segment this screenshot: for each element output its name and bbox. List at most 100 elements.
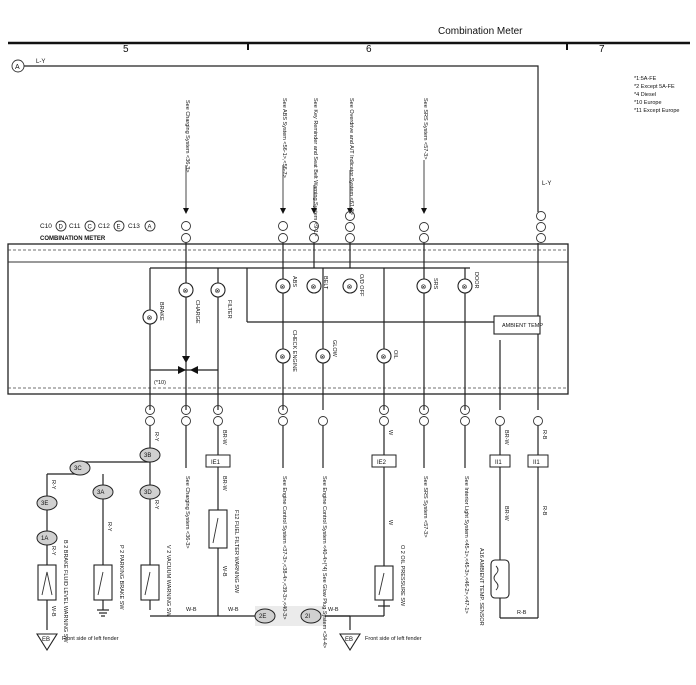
svg-text:II1: II1 xyxy=(533,460,540,466)
indicator-oil-lamp: ⊗ OIL xyxy=(376,348,398,364)
svg-text:*2 Except 5A-FE: *2 Except 5A-FE xyxy=(634,84,675,90)
svg-text:W-B: W-B xyxy=(228,607,239,613)
svg-text:Front side of left fender: Front side of left fender xyxy=(365,636,422,642)
svg-text:BELT: BELT xyxy=(322,276,328,290)
svg-text:ABS: ABS xyxy=(291,276,297,287)
ref-charging-bottom: See Charging System <36-3> xyxy=(184,476,190,548)
svg-text:GLOW: GLOW xyxy=(331,340,337,358)
svg-text:R-Y: R-Y xyxy=(50,546,56,556)
indicator-glow-lamp: ⊗ GLOW xyxy=(315,340,337,364)
indicator-door-lamp: ⊗ DOOR xyxy=(457,272,479,294)
feed-connector-a: A xyxy=(11,59,25,73)
ambient-temp-sensor: A16 AMBIENT TEMP. SENSOR xyxy=(478,548,510,626)
legend: *1:5A-FE *2 Except 5A-FE *4 Diesel *10 E… xyxy=(634,76,679,114)
ref-srs: See SRS System <57-3> xyxy=(422,98,428,159)
ambient-temp-box xyxy=(493,315,541,335)
svg-text:W-B: W-B xyxy=(50,606,56,617)
svg-text:⊗: ⊗ xyxy=(280,284,286,291)
indicator-abs-lamp: ⊗ ABS xyxy=(275,276,297,294)
svg-text:⊗: ⊗ xyxy=(215,288,221,295)
indicator-charge-lamp: ⊗ CHARGE xyxy=(178,282,200,324)
svg-text:R-Y: R-Y xyxy=(153,432,159,442)
svg-text:⊗: ⊗ xyxy=(147,315,153,322)
ref-engine-control: See Engine Control System <37-3>,<38-4>,… xyxy=(281,476,287,619)
svg-text:2E: 2E xyxy=(259,614,266,620)
svg-text:*10 Europe: *10 Europe xyxy=(634,100,662,106)
svg-text:⊗: ⊗ xyxy=(381,354,387,361)
section-number-7: 7 xyxy=(599,44,605,55)
ambient-temp-label: AMBIENT TEMP xyxy=(502,323,543,329)
svg-text:C: C xyxy=(88,225,93,231)
svg-text:⊗: ⊗ xyxy=(462,284,468,291)
svg-text:BR-W: BR-W xyxy=(221,430,227,445)
svg-text:A: A xyxy=(15,64,20,71)
ref-engine-glow: See Engine Control System <40-4>(*4) See… xyxy=(321,476,327,648)
svg-text:O 2 OIL PRESSURE SW: O 2 OIL PRESSURE SW xyxy=(399,545,405,607)
ly-feed-wire xyxy=(24,65,539,212)
indicator-check-engine-lamp: ⊗ CHECK ENGINE xyxy=(275,330,297,372)
section-number-6: 6 xyxy=(366,44,372,55)
svg-text:C13: C13 xyxy=(128,223,140,230)
svg-text:C12: C12 xyxy=(98,223,110,230)
svg-text:⊗: ⊗ xyxy=(320,354,326,361)
meter-outline xyxy=(7,243,569,395)
oil-pressure-switch: O 2 OIL PRESSURE SW xyxy=(374,545,405,607)
svg-text:3D: 3D xyxy=(144,490,152,496)
ref-srs-bottom: See SRS System <57-3> xyxy=(422,476,428,537)
svg-text:W: W xyxy=(387,520,393,526)
indicator-srs-lamp: ⊗ SRS xyxy=(416,278,438,294)
ref-arrows xyxy=(183,160,427,214)
svg-text:R-Y: R-Y xyxy=(50,480,56,490)
svg-text:W-B: W-B xyxy=(221,566,227,577)
meter-label: COMBINATION METER xyxy=(40,236,106,242)
svg-text:1A: 1A xyxy=(41,536,48,542)
svg-text:A: A xyxy=(148,225,152,231)
meter-connector-legend: C10 D C11 C C12 E C13 A xyxy=(40,220,156,232)
svg-text:SRS: SRS xyxy=(432,278,438,290)
junction-ovals: 3C 3B 3A 3D 3E 1A 2E 2I xyxy=(36,447,325,626)
svg-text:R-B: R-B xyxy=(541,506,547,516)
ground-symbol-right: EB Front side of left fender xyxy=(339,633,422,652)
svg-text:V 2 VACUUM WARNING SW: V 2 VACUUM WARNING SW xyxy=(165,545,171,617)
svg-text:C10: C10 xyxy=(40,223,52,230)
ref-abs: See ABS System <56-1>,<56-7> xyxy=(281,98,287,178)
svg-text:⊗: ⊗ xyxy=(311,284,317,291)
svg-text:⊗: ⊗ xyxy=(280,354,286,361)
svg-text:B 2 BRAKE FLUID LEVEL WARNING: B 2 BRAKE FLUID LEVEL WARNING SW xyxy=(62,540,68,643)
svg-text:E: E xyxy=(117,225,121,231)
svg-text:Front side of left fender: Front side of left fender xyxy=(62,636,119,642)
ref-key-reminder: See Key Reminder and Seat Belt Warning S… xyxy=(312,98,318,236)
svg-text:*1:5A-FE: *1:5A-FE xyxy=(634,76,657,82)
parking-brake-switch: P 2 PARKING BRAKE SW xyxy=(93,545,124,610)
ground-symbol-left: EB Front side of left fender xyxy=(36,633,119,652)
svg-text:⊗: ⊗ xyxy=(347,284,353,291)
section-number-5: 5 xyxy=(123,44,129,55)
svg-text:3C: 3C xyxy=(74,466,82,472)
bottom-pins xyxy=(145,405,543,426)
svg-text:OIL: OIL xyxy=(392,350,398,359)
svg-text:CHECK ENGINE: CHECK ENGINE xyxy=(291,330,297,372)
svg-text:3B: 3B xyxy=(144,453,151,459)
note-10: (*10) xyxy=(154,380,166,386)
svg-text:W-B: W-B xyxy=(328,607,339,613)
fuel-filter-switch: F12 FUEL FILTER WARNING SW xyxy=(208,509,239,594)
svg-text:BR-W: BR-W xyxy=(503,506,509,521)
vacuum-warning-switch: V 2 VACUUM WARNING SW xyxy=(140,545,171,617)
svg-text:*11 Except Europe: *11 Except Europe xyxy=(634,108,679,114)
top-pins xyxy=(181,211,546,243)
svg-text:D: D xyxy=(59,225,64,231)
diagram-title: Combination Meter xyxy=(438,26,523,37)
ref-overdrive: See Overdrive and A/T Indicator System <… xyxy=(348,98,354,215)
svg-text:A16 AMBIENT TEMP. SENSOR: A16 AMBIENT TEMP. SENSOR xyxy=(478,548,484,626)
ref-interior-light: See Interior Light System <45-1>,<45-3>,… xyxy=(463,476,469,614)
svg-text:EB: EB xyxy=(42,637,50,643)
indicator-brake-lamp: ⊗ BRAKE xyxy=(142,302,164,325)
svg-text:R-Y: R-Y xyxy=(106,522,112,532)
ly-wire-label: L-Y xyxy=(542,181,551,187)
svg-text:BR-W: BR-W xyxy=(221,476,227,491)
svg-text:R-B: R-B xyxy=(517,610,527,616)
indicator-filter-lamp: ⊗ FILTER xyxy=(210,282,232,319)
diode-pair: (*10) xyxy=(150,356,218,386)
svg-text:R-Y: R-Y xyxy=(153,500,159,510)
